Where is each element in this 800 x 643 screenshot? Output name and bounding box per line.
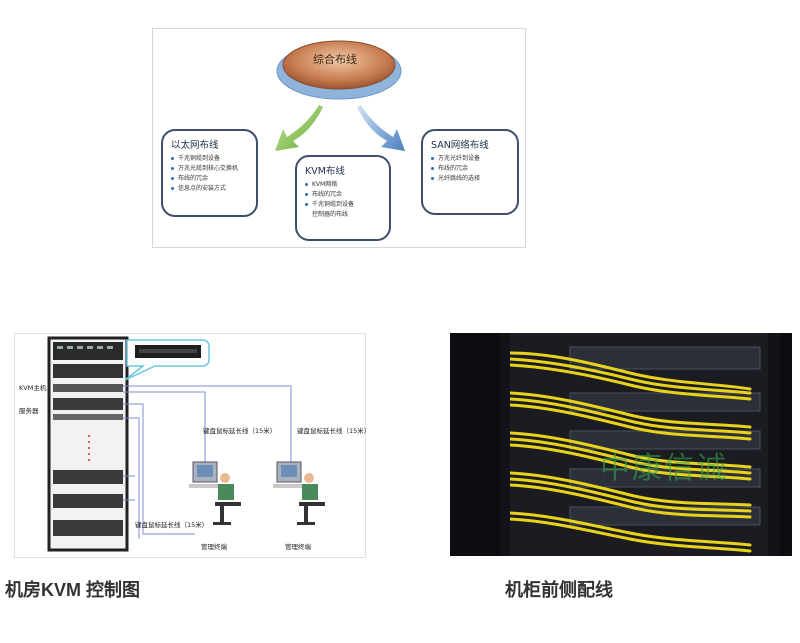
- kvm-diagram-caption: 机房KVM 控制图: [5, 580, 140, 600]
- list-item: 信息点的安装方式: [171, 184, 248, 194]
- hub-oval: [282, 40, 396, 90]
- rack-top-ports: [57, 346, 113, 349]
- kvm-control-diagram: KVM主机 服务器 键盘鼠标延长线（15米） 键盘鼠标延长线（15米） 键盘鼠标…: [14, 333, 370, 558]
- ethernet-cabling-box: 以太网布线 千兆铜缆到设备 万兆光缆到核心交换机 布线的冗余 信息点的安装方式: [161, 129, 258, 217]
- kvm-box-title: KVM布线: [305, 166, 345, 177]
- list-item: 布线的冗余: [305, 190, 381, 200]
- list-item: KVM网络: [305, 180, 381, 190]
- server-unit-3: [53, 470, 123, 484]
- workstation-b: [273, 461, 325, 525]
- list-item: 万兆光缆到核心交换机: [171, 164, 248, 174]
- ethernet-box-title: 以太网布线: [171, 140, 219, 151]
- server-unit-2: [53, 414, 123, 420]
- cable-lines: [123, 385, 292, 539]
- cabinet-side-rail: [500, 333, 510, 556]
- list-item: 布线的冗余: [171, 174, 248, 184]
- server-label: 服务器: [19, 407, 39, 415]
- server-unit-5: [53, 520, 123, 536]
- yellow-cable-bundles: [508, 351, 752, 553]
- rack-dots: [88, 435, 90, 461]
- cabinet-right-rail: [768, 333, 780, 556]
- kvm-host-label: KVM主机: [19, 384, 47, 392]
- terminal-label: 管理终端: [285, 543, 311, 551]
- list-item: 控制器的布线: [312, 211, 349, 218]
- diagram-graphics: [275, 40, 405, 151]
- list-item: 千兆铜缆到设备: [171, 154, 248, 164]
- list-item: 千兆铜缆到设备: [305, 200, 381, 210]
- list-item: 万兆光纤到设备: [431, 154, 509, 164]
- list-item: 布线的冗余: [431, 164, 509, 174]
- cabinet-cabling-photo: 中康信诚: [450, 333, 792, 556]
- cabling-overview-diagram: 综合布线 以太网布线 千兆铜缆到设备 万兆光缆到核心交换机 布线的冗余 信息点的…: [152, 28, 526, 248]
- green-arrow-shape: [275, 105, 323, 151]
- kvm-cabling-box: KVM布线 KVM网络 布线的冗余 千兆铜缆到设备 控制器的布线: [295, 155, 391, 241]
- extension-cable-label: 键盘鼠标延长线（15米）: [297, 427, 371, 435]
- server-unit-1: [53, 398, 123, 410]
- extension-cable-label: 键盘鼠标延长线（15米）: [135, 521, 209, 529]
- hub-label: 综合布线: [313, 53, 357, 66]
- kvm-host-unit: [53, 384, 123, 392]
- rack-unit-2: [53, 364, 123, 378]
- rack-top-unit: [53, 342, 123, 360]
- watermark-text: 中康信诚: [600, 451, 728, 486]
- cabinet-photo-caption: 机柜前侧配线: [505, 580, 613, 600]
- san-cabling-box: SAN网络布线 万兆光纤到设备 布线的冗余 光纤跳线的选择: [421, 129, 519, 215]
- extension-cable-label: 键盘鼠标延长线（15米）: [203, 427, 277, 435]
- terminal-label: 管理终端: [201, 543, 227, 551]
- kvm-graphics: [47, 336, 325, 552]
- blue-arrow-shape: [357, 105, 405, 151]
- list-item: 光纤跳线的选择: [431, 174, 509, 184]
- workstation-a: [189, 461, 241, 525]
- san-box-title: SAN网络布线: [431, 140, 489, 151]
- server-unit-4: [53, 494, 123, 508]
- cabinet-graphics: [450, 333, 792, 556]
